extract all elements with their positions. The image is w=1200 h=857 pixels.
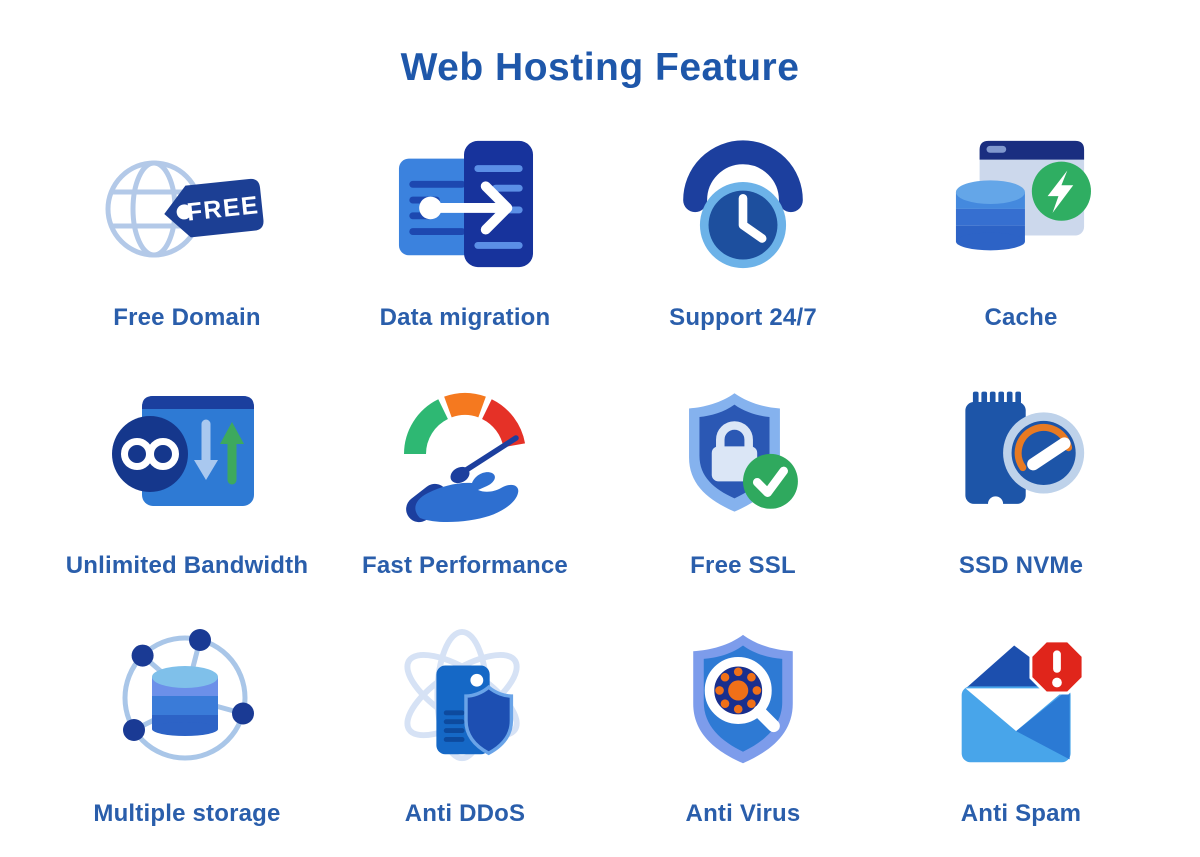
feature-label: Data migration <box>379 304 551 331</box>
feature-label: Multiple storage <box>93 800 281 827</box>
feature-fast-performance: Fast Performance <box>326 376 604 580</box>
feature-support-24-7: Support 24/7 <box>604 128 882 332</box>
fast-performance-icon <box>404 393 526 523</box>
free-domain-icon: FREE <box>105 160 264 258</box>
feature-label: Unlimited Bandwidth <box>65 552 309 579</box>
feature-unlimited-bandwidth: Unlimited Bandwidth <box>48 376 326 580</box>
cache-icon <box>955 140 1091 251</box>
feature-free-ssl: Free SSL <box>604 376 882 580</box>
data-migration-icon <box>398 140 534 268</box>
feature-label: Anti Spam <box>960 800 1082 827</box>
feature-label: Anti Virus <box>685 800 801 827</box>
feature-anti-virus: Anti Virus <box>604 624 882 828</box>
feature-multiple-storage: Multiple storage <box>48 624 326 828</box>
feature-label: SSD NVMe <box>958 552 1084 579</box>
anti-ddos-icon <box>404 628 520 762</box>
feature-label: Free Domain <box>113 304 261 331</box>
anti-virus-icon <box>693 634 793 763</box>
feature-label: Support 24/7 <box>669 304 817 331</box>
features-grid: FREE Free Domain <box>0 90 1200 828</box>
feature-cache: Cache <box>882 128 1160 332</box>
anti-spam-icon <box>961 638 1085 762</box>
multiple-storage-icon <box>122 629 254 761</box>
feature-label: Anti DDoS <box>404 800 526 827</box>
support-24-7-icon <box>683 140 803 269</box>
page-title: Web Hosting Feature <box>400 46 800 89</box>
feature-label: Free SSL <box>690 552 796 579</box>
unlimited-bandwidth-icon <box>112 396 254 506</box>
feature-anti-spam: Anti Spam <box>882 624 1160 828</box>
feature-data-migration: Data migration <box>326 128 604 332</box>
feature-label: Fast Performance <box>362 552 568 579</box>
feature-label: Cache <box>984 304 1058 331</box>
feature-free-domain: FREE Free Domain <box>48 128 326 332</box>
feature-ssd-nvme: SSD NVMe <box>882 376 1160 580</box>
feature-anti-ddos: Anti DDoS <box>326 624 604 828</box>
ssd-nvme-icon <box>965 391 1085 512</box>
free-ssl-icon <box>689 393 798 512</box>
